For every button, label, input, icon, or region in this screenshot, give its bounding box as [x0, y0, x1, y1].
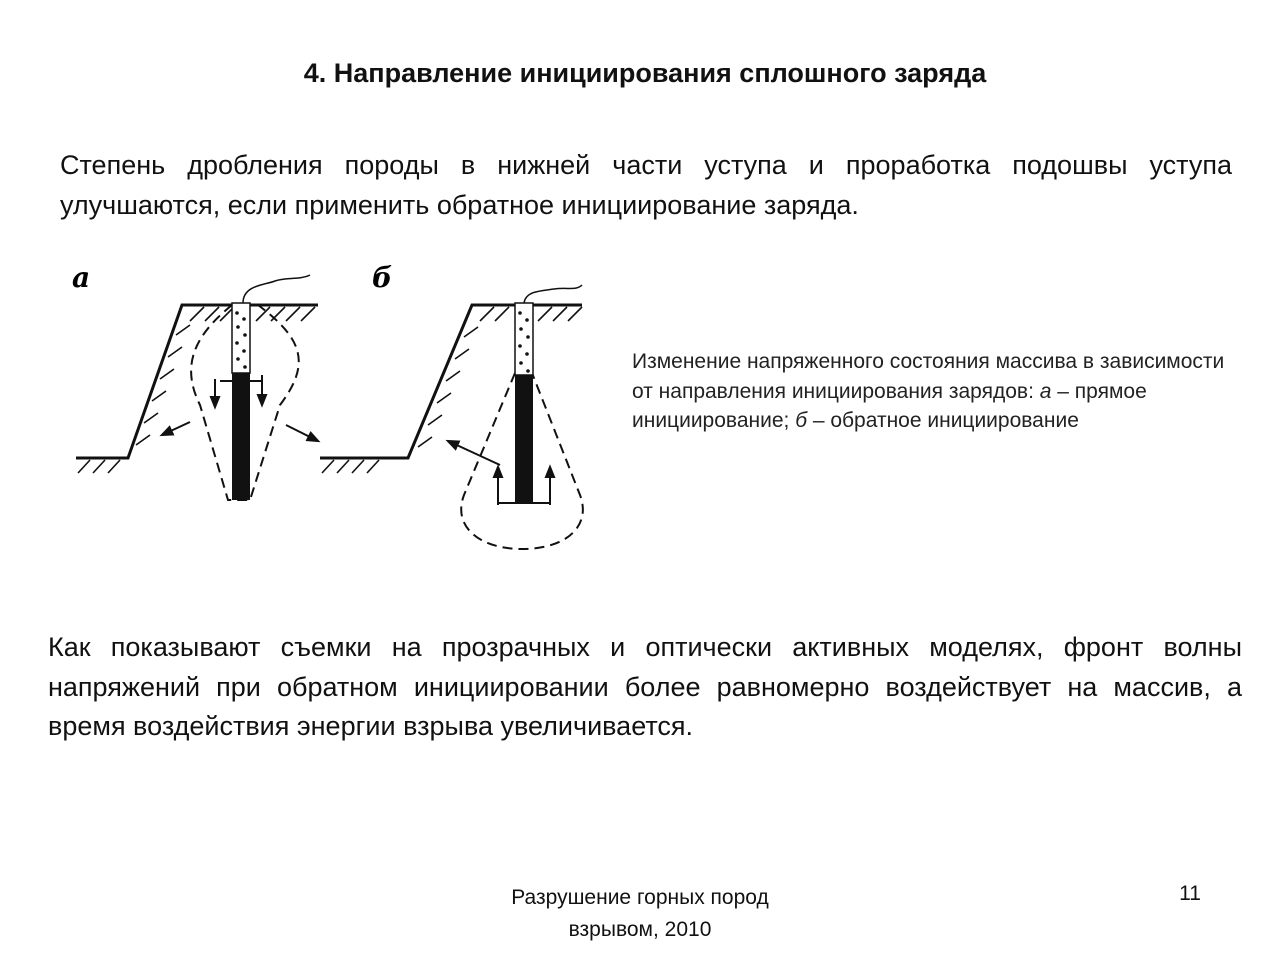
caption-text: Изменение напряженного состояния массива… [632, 350, 1225, 403]
slide-title: 4. Направление инициирования сплошного з… [303, 58, 987, 88]
caption-letter-b: б [795, 409, 807, 432]
caption-text-a: – прямое инициирование; [632, 379, 1147, 433]
figure-b-label: б [372, 261, 392, 294]
body-paragraph: Как показывают съемки на прозрачных и оп… [48, 632, 1242, 741]
figure-a: а [72, 261, 321, 501]
caption-letter-a: а [1039, 379, 1052, 403]
caption-text-b: – обратное инициирование [807, 409, 1079, 432]
footer-line-1: Разрушение горных пород [511, 886, 769, 909]
footer: Разрушение горных пород взрывом, 2010 [470, 882, 810, 946]
initiation-diagram: а [72, 261, 584, 551]
intro-paragraph: Степень дробления породы в нижней части … [60, 150, 1232, 220]
figure-b: б [320, 261, 584, 551]
page-number: 11 [1179, 882, 1201, 905]
footer-line-2: взрывом, 2010 [568, 918, 712, 941]
figure-a-label: а [72, 261, 90, 294]
figure-caption: Изменение напряженного состояния массива… [632, 347, 1232, 436]
